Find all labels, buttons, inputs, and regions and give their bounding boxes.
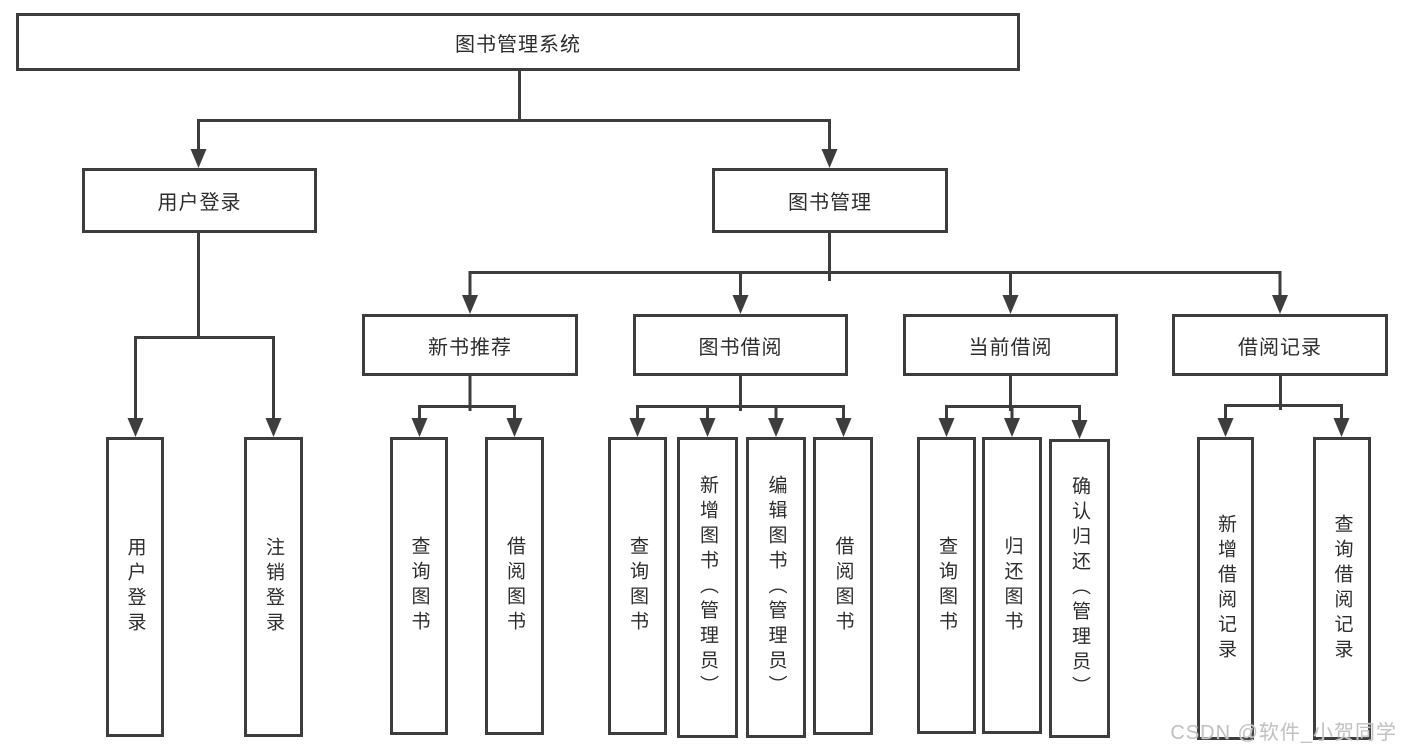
leaf-add-borrow-record-label: 新增借阅记录 bbox=[1215, 513, 1236, 664]
leaf-add-books-admin-label: 新增图书（管理员） bbox=[697, 475, 718, 700]
leaf-query-borrow-record: 查询借阅记录 bbox=[1313, 437, 1371, 740]
node-current-borrowing: 当前借阅 bbox=[903, 314, 1118, 376]
leaf-edit-books-admin-label: 编辑图书（管理员） bbox=[765, 475, 787, 700]
leaf-return-books-label: 归还图书 bbox=[1001, 535, 1023, 636]
leaf-confirm-return-admin: 确认归还（管理员） bbox=[1049, 439, 1110, 738]
leaf-query-books-borrowing: 查询图书 bbox=[608, 437, 667, 735]
leaf-query-books-recommend-label: 查询图书 bbox=[408, 536, 430, 636]
node-book-borrowing-label: 图书借阅 bbox=[698, 336, 783, 359]
leaf-query-books-recommend: 查询图书 bbox=[390, 437, 448, 735]
node-user-login-label: 用户登录 bbox=[157, 192, 242, 214]
node-new-book-recommend-label: 新书推荐 bbox=[428, 336, 512, 359]
leaf-borrow-books-recommend-label: 借阅图书 bbox=[504, 536, 525, 636]
node-book-management-label: 图书管理 bbox=[788, 192, 872, 214]
leaf-query-books-borrowing-label: 查询图书 bbox=[627, 536, 648, 636]
leaf-add-books-admin: 新增图书（管理员） bbox=[677, 437, 738, 738]
leaf-query-books-current-label: 查询图书 bbox=[936, 535, 957, 636]
leaf-add-borrow-record: 新增借阅记录 bbox=[1197, 437, 1254, 740]
leaf-edit-books-admin: 编辑图书（管理员） bbox=[746, 437, 806, 738]
leaf-user-login-label: 用户登录 bbox=[124, 537, 146, 637]
leaf-logout-label: 注销登录 bbox=[263, 537, 284, 637]
node-current-borrowing-label: 当前借阅 bbox=[968, 336, 1053, 359]
node-library-system-label: 图书管理系统 bbox=[455, 33, 581, 56]
leaf-borrow-books-recommend: 借阅图书 bbox=[485, 437, 544, 735]
node-library-system: 图书管理系统 bbox=[16, 13, 1020, 71]
node-borrow-records-label: 借阅记录 bbox=[1238, 336, 1322, 359]
leaf-query-borrow-record-label: 查询借阅记录 bbox=[1331, 513, 1353, 664]
node-borrow-records: 借阅记录 bbox=[1172, 314, 1388, 376]
leaf-user-login: 用户登录 bbox=[106, 437, 164, 737]
leaf-confirm-return-admin-label: 确认归还（管理员） bbox=[1069, 476, 1090, 701]
leaf-borrow-books: 借阅图书 bbox=[813, 437, 873, 735]
node-user-login: 用户登录 bbox=[82, 168, 317, 233]
node-new-book-recommend: 新书推荐 bbox=[362, 314, 578, 376]
csdn-watermark: CSDN @软件_小贺同学 bbox=[1170, 722, 1397, 744]
leaf-return-books: 归还图书 bbox=[982, 437, 1042, 734]
node-book-borrowing: 图书借阅 bbox=[633, 314, 848, 376]
leaf-logout: 注销登录 bbox=[244, 437, 303, 737]
leaf-query-books-current: 查询图书 bbox=[917, 437, 976, 734]
node-book-management: 图书管理 bbox=[712, 168, 948, 233]
leaf-borrow-books-label: 借阅图书 bbox=[832, 536, 854, 636]
arrowheads bbox=[127, 149, 1350, 439]
